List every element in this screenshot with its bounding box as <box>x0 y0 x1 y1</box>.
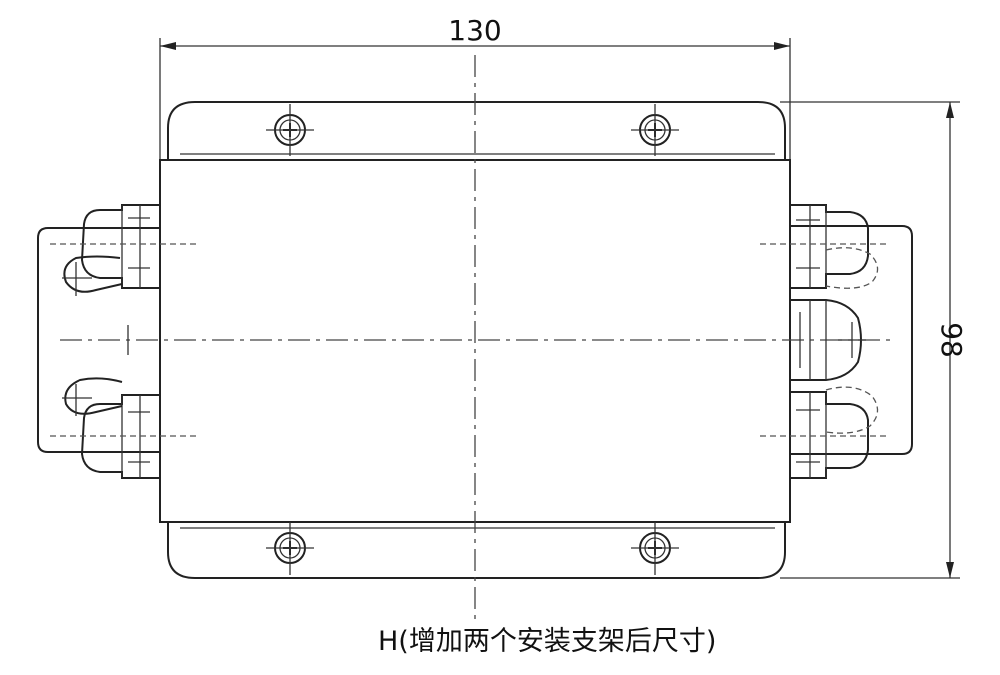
cable-gland-icon <box>50 204 200 296</box>
screw-icon <box>631 104 679 156</box>
top-mounting-bracket <box>167 101 786 160</box>
height-dimension-label: 98 <box>935 322 968 358</box>
right-terminal-plate <box>790 225 913 455</box>
left-terminal-plate <box>37 227 160 453</box>
width-dimension-label: 130 <box>448 14 501 47</box>
cable-gland-icon <box>50 377 200 479</box>
screw-icon <box>266 522 314 575</box>
height-dimension: 98 <box>780 101 968 579</box>
screw-icon <box>266 104 314 156</box>
caption: H(增加两个安装支架后尺寸) <box>378 626 716 657</box>
cable-gland-icon <box>760 204 890 289</box>
screw-icon <box>631 522 679 575</box>
bottom-mounting-bracket <box>167 522 786 579</box>
cable-gland-icon <box>790 299 866 381</box>
cable-gland-icon <box>760 386 890 479</box>
width-dimension: 130 <box>159 14 791 160</box>
